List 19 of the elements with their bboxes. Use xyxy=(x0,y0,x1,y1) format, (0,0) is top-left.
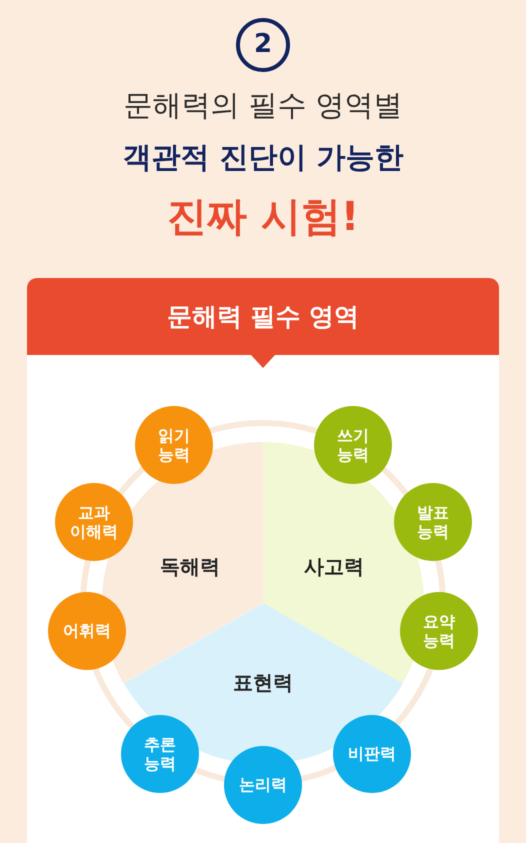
headline: 진짜 시험! xyxy=(166,193,360,242)
skill-label: 발표 능력 xyxy=(416,502,450,542)
step-number-circle xyxy=(236,18,290,72)
sector-label: 독해력 xyxy=(160,554,220,580)
sector-label: 표현력 xyxy=(232,670,293,696)
skill-label: 비판력 xyxy=(347,744,397,764)
skill-label: 추론 능력 xyxy=(143,734,177,774)
step-number: 2 xyxy=(252,29,274,61)
card-title: 문해력 필수 영역 xyxy=(166,301,360,333)
skill-label: 어휘력 xyxy=(62,621,112,641)
sector-label: 사고력 xyxy=(304,554,364,580)
skill-label: 요약 능력 xyxy=(422,612,456,650)
heading-text: 문해력의 필수 영역별 xyxy=(122,87,404,124)
skill-label: 쓰기 능력 xyxy=(336,426,370,464)
skill-label: 논리력 xyxy=(238,775,288,795)
skill-label: 읽기 능력 xyxy=(157,426,191,464)
skill-label: 교과 이해력 xyxy=(69,502,119,542)
card xyxy=(27,278,499,843)
heading-text: 객관적 진단이 가능한 xyxy=(121,139,405,176)
